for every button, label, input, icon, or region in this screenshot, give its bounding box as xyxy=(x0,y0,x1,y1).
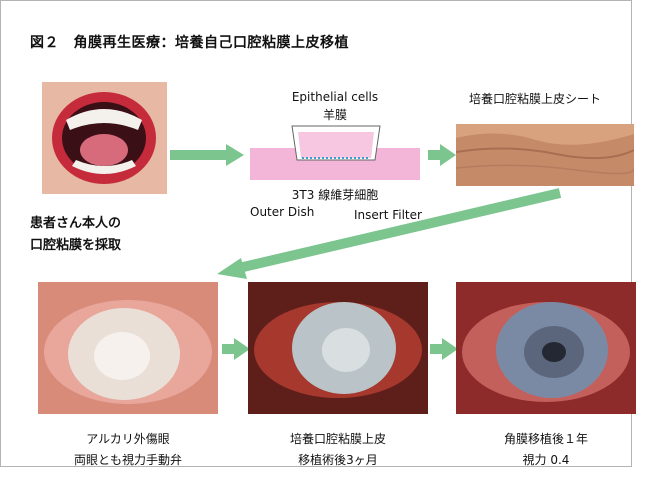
eye-photo-post-transplant xyxy=(248,282,428,414)
harvest-caption-line1: 患者さん本人の xyxy=(30,214,121,233)
eye1-caption-line1: アルカリ外傷眼 xyxy=(38,430,218,449)
eye-photo-alkali-injury xyxy=(38,282,218,414)
eye3-caption-line1: 角膜移植後１年 xyxy=(456,430,636,449)
arrow-mouth-to-dish xyxy=(170,144,245,166)
eye2-caption-line1: 培養口腔粘膜上皮 xyxy=(248,430,428,449)
amnion-label: 羊膜 xyxy=(270,106,400,125)
sheet-caption: 培養口腔粘膜上皮シート xyxy=(469,90,601,109)
arrow-sheet-to-eyes xyxy=(215,188,565,280)
eye1-caption-line2: 両眼とも視力手動弁 xyxy=(38,451,218,470)
harvest-caption-line2: 口腔粘膜を採取 xyxy=(30,236,121,255)
epithelial-cells-label: Epithelial cells xyxy=(270,88,400,107)
eye-photo-after-keratoplasty xyxy=(456,282,636,414)
eye3-caption-line2: 視力 0.4 xyxy=(456,451,636,470)
culture-dish-diagram xyxy=(250,124,420,182)
cultured-sheet-photo xyxy=(456,124,634,186)
mouth-photo xyxy=(42,82,167,194)
arrow-dish-to-sheet xyxy=(428,144,458,166)
eye2-caption-line2: 移植術後3ヶ月 xyxy=(248,451,428,470)
figure-title: 図２ 角膜再生医療：培養自己口腔粘膜上皮移植 xyxy=(30,32,349,52)
